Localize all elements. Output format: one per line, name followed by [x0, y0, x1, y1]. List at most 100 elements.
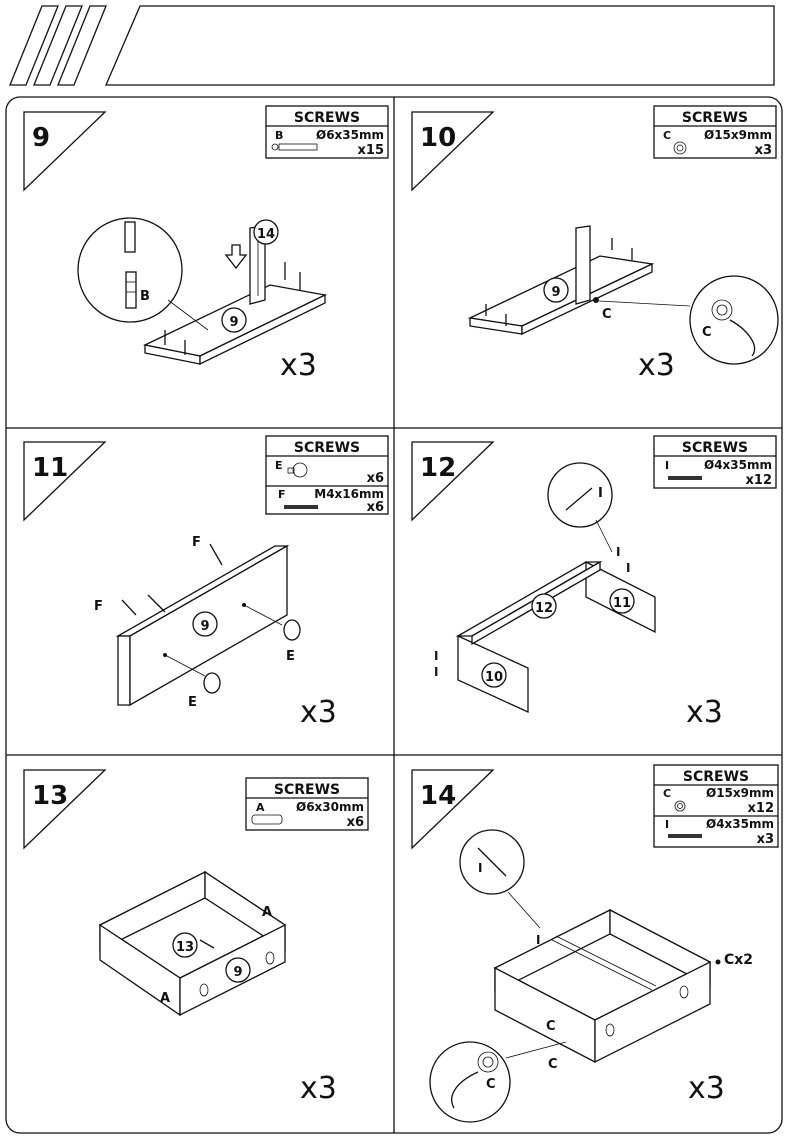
screw-code: F: [278, 488, 286, 501]
screws-legend: SCREWS I Ø4x35mm x12: [653, 435, 777, 489]
step-number: 11: [32, 453, 68, 483]
step-multiplier: x3: [300, 695, 337, 730]
hardware-label: F: [192, 535, 201, 550]
screw-code: C: [663, 787, 671, 800]
step-14-panel: 14 SCREWS C Ø15x9mm x12 I Ø4x35mm x3: [411, 764, 779, 1123]
drawer-frame-illustration: 12 11 10 I I I I I: [434, 462, 656, 714]
screw-qty: x6: [347, 815, 364, 830]
step-number: 9: [32, 123, 50, 153]
screw-qty: x3: [755, 143, 772, 158]
part-label-9: 9: [200, 619, 209, 634]
screws-legend: SCREWS A Ø6x30mm x6: [245, 777, 369, 831]
hardware-label: I: [478, 861, 482, 875]
header-banner: [9, 5, 775, 86]
panel-illustration: 9 C C: [467, 225, 779, 365]
hardware-label: I: [598, 486, 603, 501]
screw-qty: x3: [757, 832, 774, 847]
hardware-label: C: [486, 1077, 496, 1092]
screws-title: SCREWS: [682, 110, 748, 126]
cam-lock-icon: [673, 141, 687, 155]
hardware-label: A: [262, 905, 272, 920]
magnifier-detail: C: [689, 275, 779, 365]
step-multiplier: x3: [280, 348, 317, 383]
step-number-badge: 11: [23, 441, 107, 522]
screw-code: I: [665, 818, 669, 831]
screw-qty: x15: [358, 143, 384, 158]
panel-illustration: 9 F F E E: [94, 535, 301, 710]
hardware-label: E: [286, 649, 295, 664]
magnifier-detail: B: [77, 217, 209, 331]
part-label-14: 14: [257, 227, 275, 242]
screws-legend: SCREWS C Ø15x9mm x12 I Ø4x35mm x3: [653, 764, 779, 848]
screw-qty: x6: [367, 500, 384, 515]
screw-code: B: [275, 129, 283, 142]
step-number-badge: 10: [411, 111, 495, 192]
screw-spec: Ø6x35mm: [316, 128, 384, 142]
screw-spec: M4x16mm: [314, 487, 384, 501]
step-multiplier: x3: [686, 695, 723, 730]
part-label-9: 9: [233, 965, 242, 980]
step-13-panel: 13 SCREWS A Ø6x30mm x6 13 9 A: [23, 769, 369, 1106]
hardware-label: I: [626, 561, 630, 575]
screw-icon: [668, 834, 702, 838]
step-number-badge: 14: [411, 769, 495, 850]
steps-grid: [5, 96, 783, 1134]
screws-title: SCREWS: [294, 440, 360, 456]
screw-spec: Ø4x35mm: [704, 458, 772, 472]
hardware-label: C: [546, 1019, 556, 1034]
screw-icon: [284, 505, 318, 509]
part-label-13: 13: [176, 940, 194, 955]
step-10-panel: 10 SCREWS C Ø15x9mm x3 9 C: [411, 105, 779, 383]
step-multiplier: x3: [300, 1071, 337, 1106]
screw-qty: x12: [748, 801, 774, 816]
screws-legend: SCREWS C Ø15x9mm x3: [653, 105, 777, 159]
drawer-illustration: 13 9 A A: [98, 870, 287, 1017]
part-label-9: 9: [551, 285, 560, 300]
screws-title: SCREWS: [682, 440, 748, 456]
hardware-label: C: [702, 325, 712, 340]
screw-code: I: [665, 459, 669, 472]
step-number-badge: 9: [23, 111, 107, 192]
screws-legend: SCREWS E x6 F M4x16mm x6: [265, 435, 389, 515]
hardware-label: E: [188, 695, 197, 710]
screws-title: SCREWS: [683, 769, 749, 785]
hardware-label: I: [434, 665, 438, 679]
hardware-label: B: [140, 289, 150, 304]
step-11-panel: 11 SCREWS E x6 F M4x16mm x6: [23, 435, 389, 730]
step-multiplier: x3: [638, 348, 675, 383]
knob-icon: [287, 462, 308, 478]
part-label-12: 12: [535, 601, 553, 616]
hardware-label: I: [616, 545, 620, 559]
screw-spec: Ø6x30mm: [296, 800, 364, 814]
step-multiplier: x3: [688, 1071, 725, 1106]
screw-spec: Ø15x9mm: [706, 786, 774, 800]
screw-spec: Ø4x35mm: [706, 817, 774, 831]
drawer-illustration: Cx2 C C I I C: [429, 829, 753, 1123]
step-number-badge: 12: [411, 441, 495, 522]
screw-spec: Ø15x9mm: [704, 128, 772, 142]
hardware-label: C: [548, 1057, 558, 1072]
hardware-label: I: [536, 933, 540, 947]
screws-legend: SCREWS B Ø6x35mm x15: [265, 105, 389, 159]
part-label-9: 9: [229, 315, 238, 330]
screw-code: C: [663, 129, 671, 142]
hardware-label: A: [160, 991, 170, 1006]
screw-qty: x6: [367, 471, 384, 486]
hardware-label: C: [602, 307, 612, 322]
screws-title: SCREWS: [294, 110, 360, 126]
hardware-label: I: [434, 649, 438, 663]
screw-icon: [668, 476, 702, 480]
cam-lock-icon: [674, 800, 686, 812]
step-number: 10: [420, 123, 456, 153]
hardware-label: Cx2: [724, 952, 753, 968]
panel-illustration: 14 9 B: [77, 217, 328, 366]
screw-code: E: [275, 459, 283, 472]
dowel-icon: [251, 814, 283, 825]
hardware-label: F: [94, 599, 103, 614]
step-9-panel: 9 SCREWS B Ø6x35mm x15 14: [23, 105, 389, 383]
screws-title: SCREWS: [274, 782, 340, 798]
part-label-10: 10: [485, 670, 503, 685]
step-number: 14: [420, 781, 456, 811]
screw-code: A: [256, 801, 265, 814]
